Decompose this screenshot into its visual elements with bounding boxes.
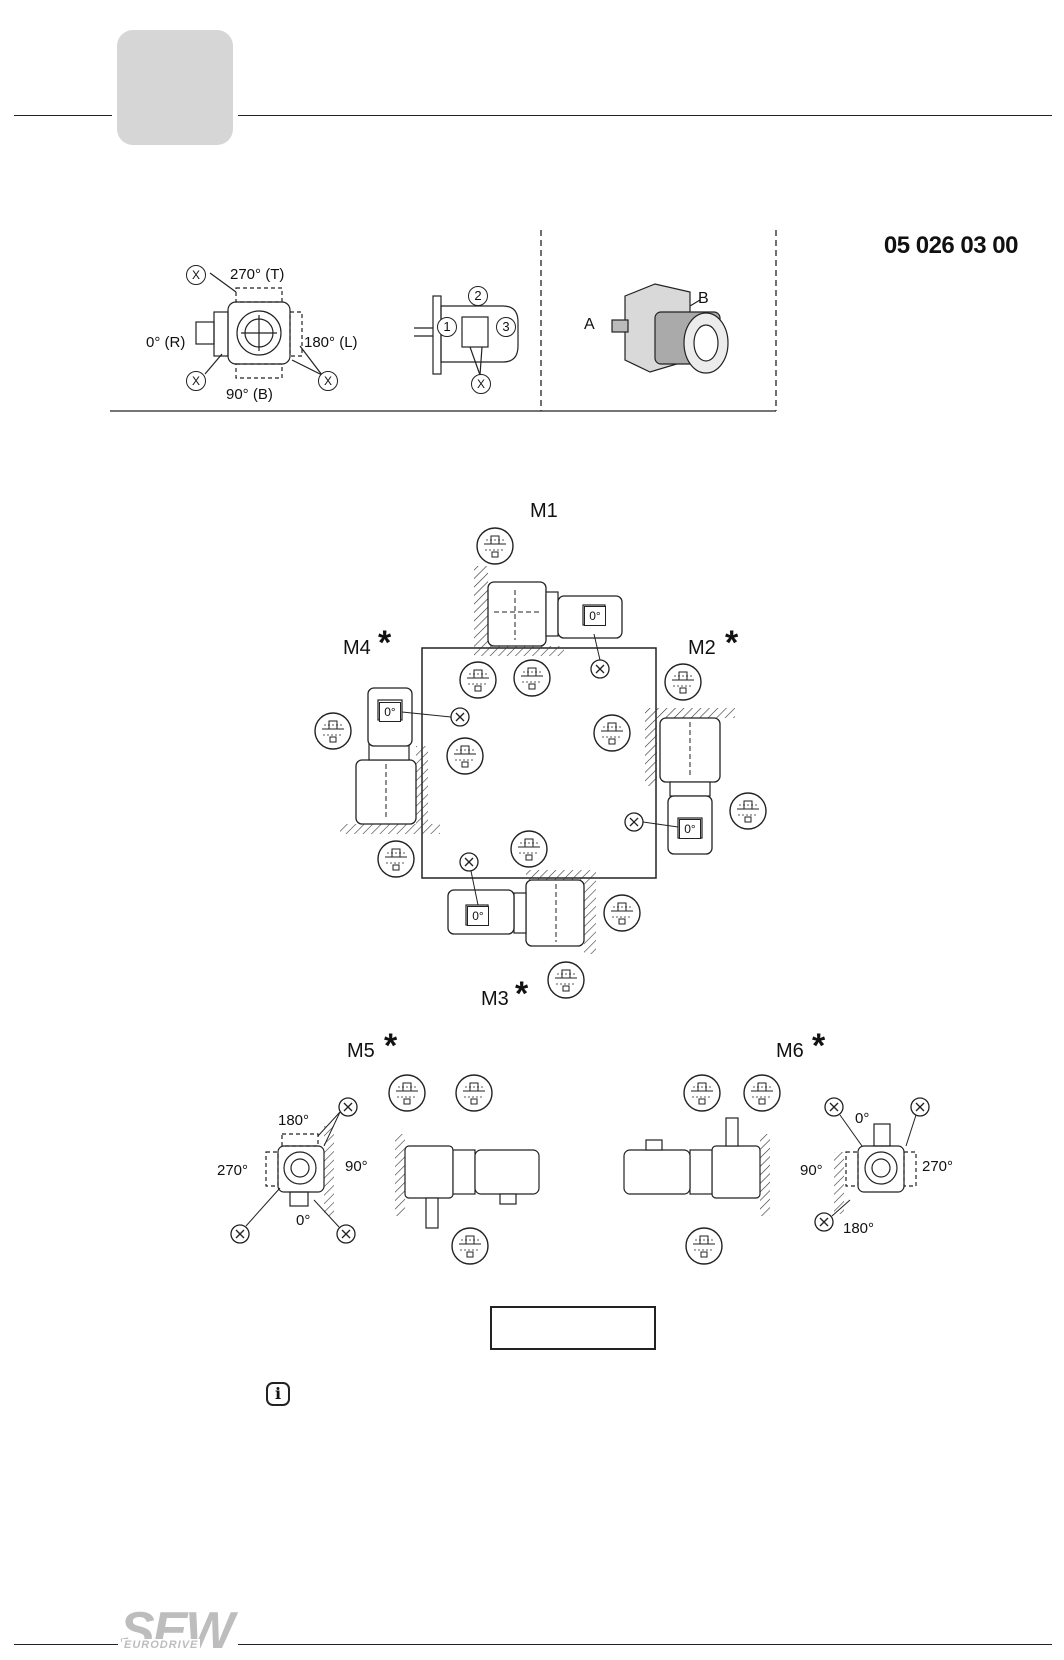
- m5-side-view: [395, 1134, 540, 1229]
- overview-gear-photo: [611, 283, 729, 374]
- side-number-2: 2: [468, 286, 488, 306]
- shaft-label-a: A: [584, 316, 595, 333]
- m5-star: *: [384, 1027, 398, 1065]
- header-rule-right: [238, 115, 1052, 116]
- mounting-label-m2: M2: [688, 637, 716, 659]
- mounting-label-m5: M5: [347, 1040, 375, 1062]
- m2-star: *: [725, 624, 739, 662]
- mounting-label-m6: M6: [776, 1040, 804, 1062]
- m1-motor-label: 0°: [584, 606, 606, 626]
- m6-star: *: [812, 1027, 826, 1065]
- m5-angle-0: 0°: [296, 1212, 311, 1229]
- x-marker-bottom-right: X: [318, 371, 338, 391]
- document-code: 05 026 03 00: [883, 232, 1019, 259]
- m5-angle-90: 90°: [345, 1158, 368, 1175]
- side-number-3: 3: [496, 317, 516, 337]
- position-label-270: 270° (T): [230, 266, 285, 283]
- m4-motor-label: 0°: [379, 702, 401, 722]
- m6-side-view: [623, 1117, 770, 1216]
- m6-angle-270: 270°: [922, 1158, 954, 1175]
- x-marker-bottom-left: X: [186, 371, 206, 391]
- mounting-label-m4: M4: [343, 637, 371, 659]
- header-rule-left: [14, 115, 112, 116]
- m6-angle-180: 180°: [843, 1220, 875, 1237]
- overview-front-view: [195, 272, 323, 379]
- info-icon: i: [266, 1382, 290, 1406]
- m5-angle-180: 180°: [278, 1112, 310, 1129]
- shaft-label-b: B: [698, 290, 709, 307]
- blank-label-box: [490, 1306, 656, 1350]
- m3-motor-label: 0°: [467, 906, 489, 926]
- chapter-tab: [117, 30, 233, 145]
- mounting-label-m3: M3: [481, 988, 509, 1010]
- mounting-label-m1: M1: [530, 500, 558, 522]
- m5-front-view: [265, 1126, 334, 1216]
- position-label-180: 180° (L): [304, 334, 358, 351]
- eurodrive-logo-text: EURODRIVE: [122, 1639, 201, 1651]
- position-label-0: 0° (R): [146, 334, 186, 351]
- footer-rule-right: [238, 1644, 1052, 1645]
- x-marker-top: X: [186, 265, 206, 285]
- x-marker-side-view: X: [471, 374, 491, 394]
- m6-angle-0: 0°: [855, 1110, 870, 1127]
- side-number-1: 1: [437, 317, 457, 337]
- m3-star: *: [515, 975, 529, 1013]
- m5-angle-270: 270°: [217, 1162, 249, 1179]
- m3-gear-unit: [447, 870, 596, 954]
- m6-front-view: [834, 1123, 917, 1214]
- position-label-90: 90° (B): [226, 386, 273, 403]
- m6-angle-90: 90°: [800, 1162, 823, 1179]
- footer-rule-left: [14, 1644, 118, 1645]
- m2-motor-label: 0°: [679, 819, 701, 839]
- m4-star: *: [378, 624, 392, 662]
